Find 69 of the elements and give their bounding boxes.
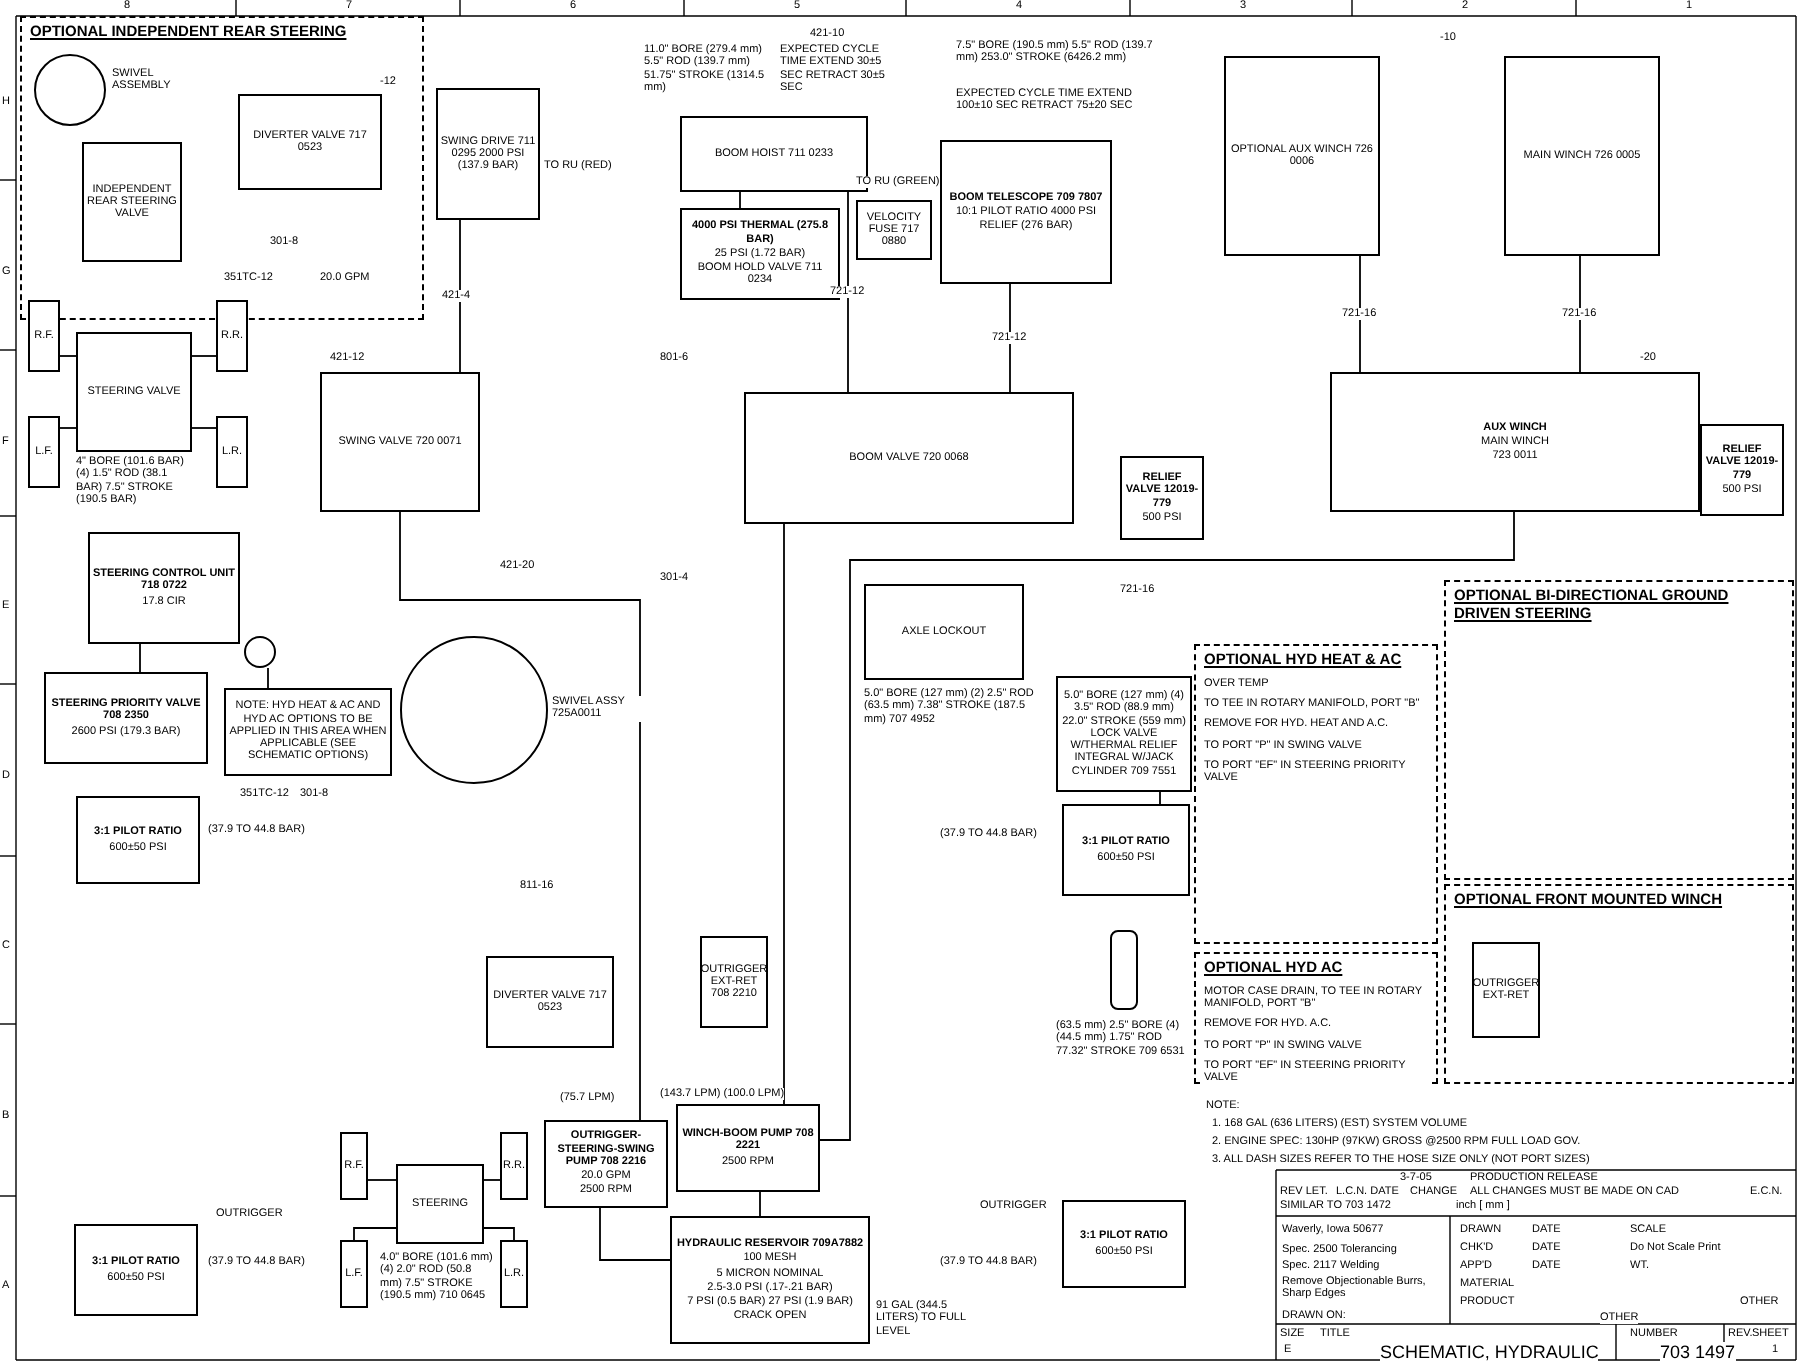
hydraulic-line: [1579, 255, 1581, 373]
hydraulic-line: [599, 1207, 671, 1261]
option-region: [1444, 580, 1794, 880]
relief-valve-block: [1120, 456, 1204, 540]
note-text: [224, 688, 392, 776]
option-region: [1444, 884, 1794, 1084]
lock-valve-block: [1062, 1200, 1186, 1288]
hydraulic-line: [353, 1227, 397, 1241]
valve-block: [76, 332, 192, 452]
valve-bank: [744, 392, 1074, 524]
cylinder-block: [680, 116, 868, 192]
hydraulic-line: [1359, 255, 1361, 373]
fuse-block: [856, 200, 932, 260]
hydraulic-line: [483, 1179, 501, 1181]
valve-block: [396, 1164, 484, 1244]
cylinder-symbol: [28, 300, 60, 372]
lock-valve-block: [74, 1224, 198, 1316]
hydraulic-line: [783, 523, 785, 1105]
valve-block: [82, 142, 182, 262]
valve-block: [44, 672, 208, 764]
steering-unit-block: [88, 532, 240, 644]
hydraulic-line: [59, 427, 77, 429]
cylinder-symbol: [216, 416, 248, 488]
option-region: [1194, 644, 1438, 944]
option-region: [1194, 952, 1438, 1084]
winch-block: [1224, 56, 1380, 256]
cylinder-symbol: [216, 300, 248, 372]
callout-text: [1056, 676, 1192, 792]
note-marker: [244, 636, 276, 668]
hydraulic-line: [847, 191, 849, 393]
leader-line: [1159, 791, 1161, 805]
hydraulic-line: [139, 643, 141, 673]
hydraulic-line: [191, 427, 217, 429]
swivel-symbol: [34, 54, 106, 126]
cylinder-symbol: [1110, 930, 1138, 1010]
lock-valve-block: [1062, 804, 1190, 896]
hydraulic-line: [739, 191, 741, 209]
lock-valve-block: [76, 796, 200, 884]
valve-bank: [1330, 372, 1700, 512]
cylinder-symbol: [340, 1132, 368, 1200]
hydraulic-line: [59, 355, 77, 357]
winch-block: [1504, 56, 1660, 256]
cylinder-block: [940, 140, 1112, 284]
valve-block: [700, 936, 768, 1028]
motor-block: [436, 88, 540, 220]
pump-block: [676, 1104, 820, 1192]
hydraulic-line: [459, 219, 461, 373]
cylinder-symbol: [340, 1240, 368, 1308]
cylinder-symbol: [500, 1132, 528, 1200]
hydraulic-line: [367, 1179, 397, 1181]
title-block-text: 703 1497: [1660, 1342, 1736, 1363]
hydraulic-line: [191, 355, 217, 357]
hydraulic-line: [819, 511, 1515, 1141]
hydraulic-line: [483, 1227, 515, 1241]
cylinder-symbol: [500, 1240, 528, 1308]
reservoir-block: [670, 1216, 870, 1344]
valve-block: [1472, 942, 1540, 1038]
valve-block: [320, 372, 480, 512]
valve-block: [238, 94, 382, 190]
valve-block: [486, 956, 614, 1048]
leader-line: [267, 667, 269, 689]
title-block-text: SCHEMATIC, HYDRAULIC: [1380, 1342, 1599, 1363]
hydraulic-line: [399, 511, 641, 1121]
cylinder-symbol: [28, 416, 60, 488]
pump-block: [544, 1120, 668, 1208]
relief-valve-block: [1700, 424, 1784, 516]
hydraulic-line: [1009, 283, 1011, 393]
axle-lockout-block: [864, 584, 1024, 680]
hydraulic-line: [759, 1191, 761, 1217]
